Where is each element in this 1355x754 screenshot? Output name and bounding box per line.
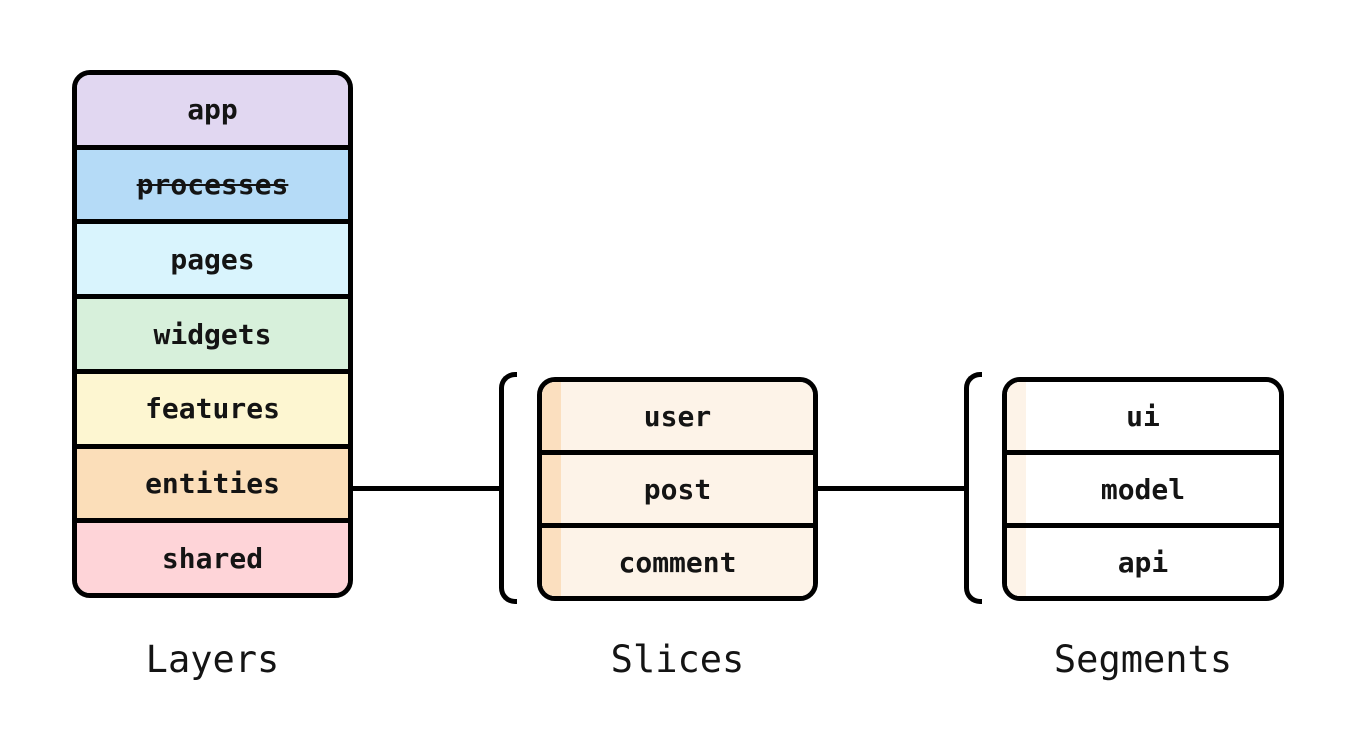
slices-bracket bbox=[499, 372, 517, 604]
slice-label-user: user bbox=[643, 399, 712, 433]
slice-label-comment: comment bbox=[618, 545, 737, 579]
segment-stripe bbox=[1007, 528, 1026, 596]
segment-label-model: model bbox=[1100, 472, 1186, 506]
segment-label-ui: ui bbox=[1126, 399, 1160, 433]
slices-stack: user post comment bbox=[537, 377, 818, 601]
layer-label-shared: shared bbox=[161, 541, 264, 575]
slice-row-user: user bbox=[542, 382, 813, 450]
segment-stripe bbox=[1007, 382, 1026, 450]
slice-stripe bbox=[542, 455, 561, 523]
slice-stripe bbox=[542, 382, 561, 450]
layer-row-processes: processes bbox=[77, 144, 348, 220]
segment-stripe bbox=[1007, 455, 1026, 523]
layer-label-features: features bbox=[145, 392, 280, 426]
layers-group-label: Layers bbox=[145, 638, 280, 681]
slice-row-comment: comment bbox=[542, 523, 813, 596]
segments-bracket bbox=[964, 372, 982, 604]
segment-row-ui: ui bbox=[1007, 382, 1279, 450]
slice-label-post: post bbox=[643, 472, 712, 506]
layer-row-pages: pages bbox=[77, 219, 348, 295]
layer-row-app: app bbox=[77, 75, 348, 145]
layer-label-app: app bbox=[187, 93, 238, 127]
segment-row-model: model bbox=[1007, 450, 1279, 523]
segments-stack: ui model api bbox=[1002, 377, 1284, 601]
connector-entities-to-slices bbox=[351, 486, 501, 491]
layer-label-pages: pages bbox=[170, 242, 255, 276]
layer-label-widgets: widgets bbox=[153, 317, 272, 351]
layer-label-processes: processes bbox=[136, 168, 289, 202]
segment-row-api: api bbox=[1007, 523, 1279, 596]
layer-row-shared: shared bbox=[77, 518, 348, 593]
layer-row-features: features bbox=[77, 368, 348, 444]
slice-row-post: post bbox=[542, 450, 813, 523]
connector-slices-to-segments bbox=[816, 486, 966, 491]
segments-group-label: Segments bbox=[1053, 638, 1233, 681]
layer-row-widgets: widgets bbox=[77, 294, 348, 369]
slices-group-label: Slices bbox=[610, 638, 745, 681]
layers-stack: app processes pages widgets features ent… bbox=[72, 70, 353, 598]
segment-label-api: api bbox=[1117, 545, 1169, 579]
layer-label-entities: entities bbox=[145, 466, 280, 500]
slice-stripe bbox=[542, 528, 561, 596]
layer-row-entities: entities bbox=[77, 443, 348, 519]
